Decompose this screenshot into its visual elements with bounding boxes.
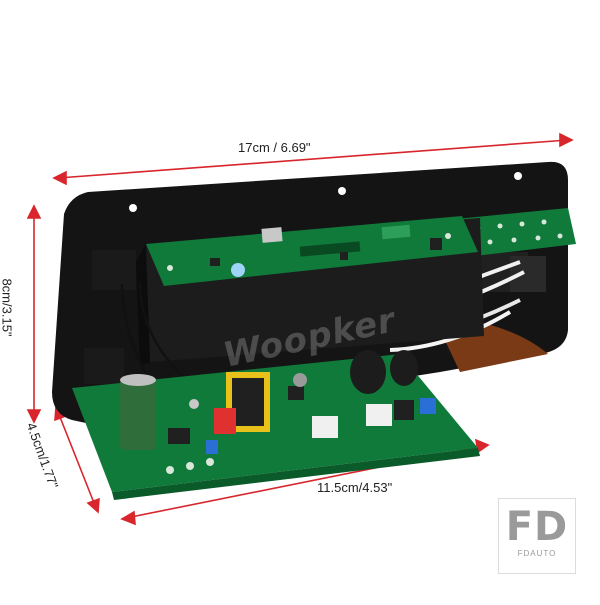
brand-logo: FD FDAUTO (498, 498, 576, 574)
brand-logo-mark: FD (505, 504, 569, 550)
left-connectors (84, 250, 211, 400)
pcb-length-dimension-label: 11.5cm/4.53" (317, 480, 393, 495)
main-pcb (72, 350, 480, 500)
width-dimension-label: 17cm / 6.69" (238, 140, 311, 155)
display-pcb (146, 216, 478, 286)
height-dimension-label: 8cm/3.15" (0, 278, 15, 337)
brand-logo-name: FDAUTO (517, 549, 557, 558)
